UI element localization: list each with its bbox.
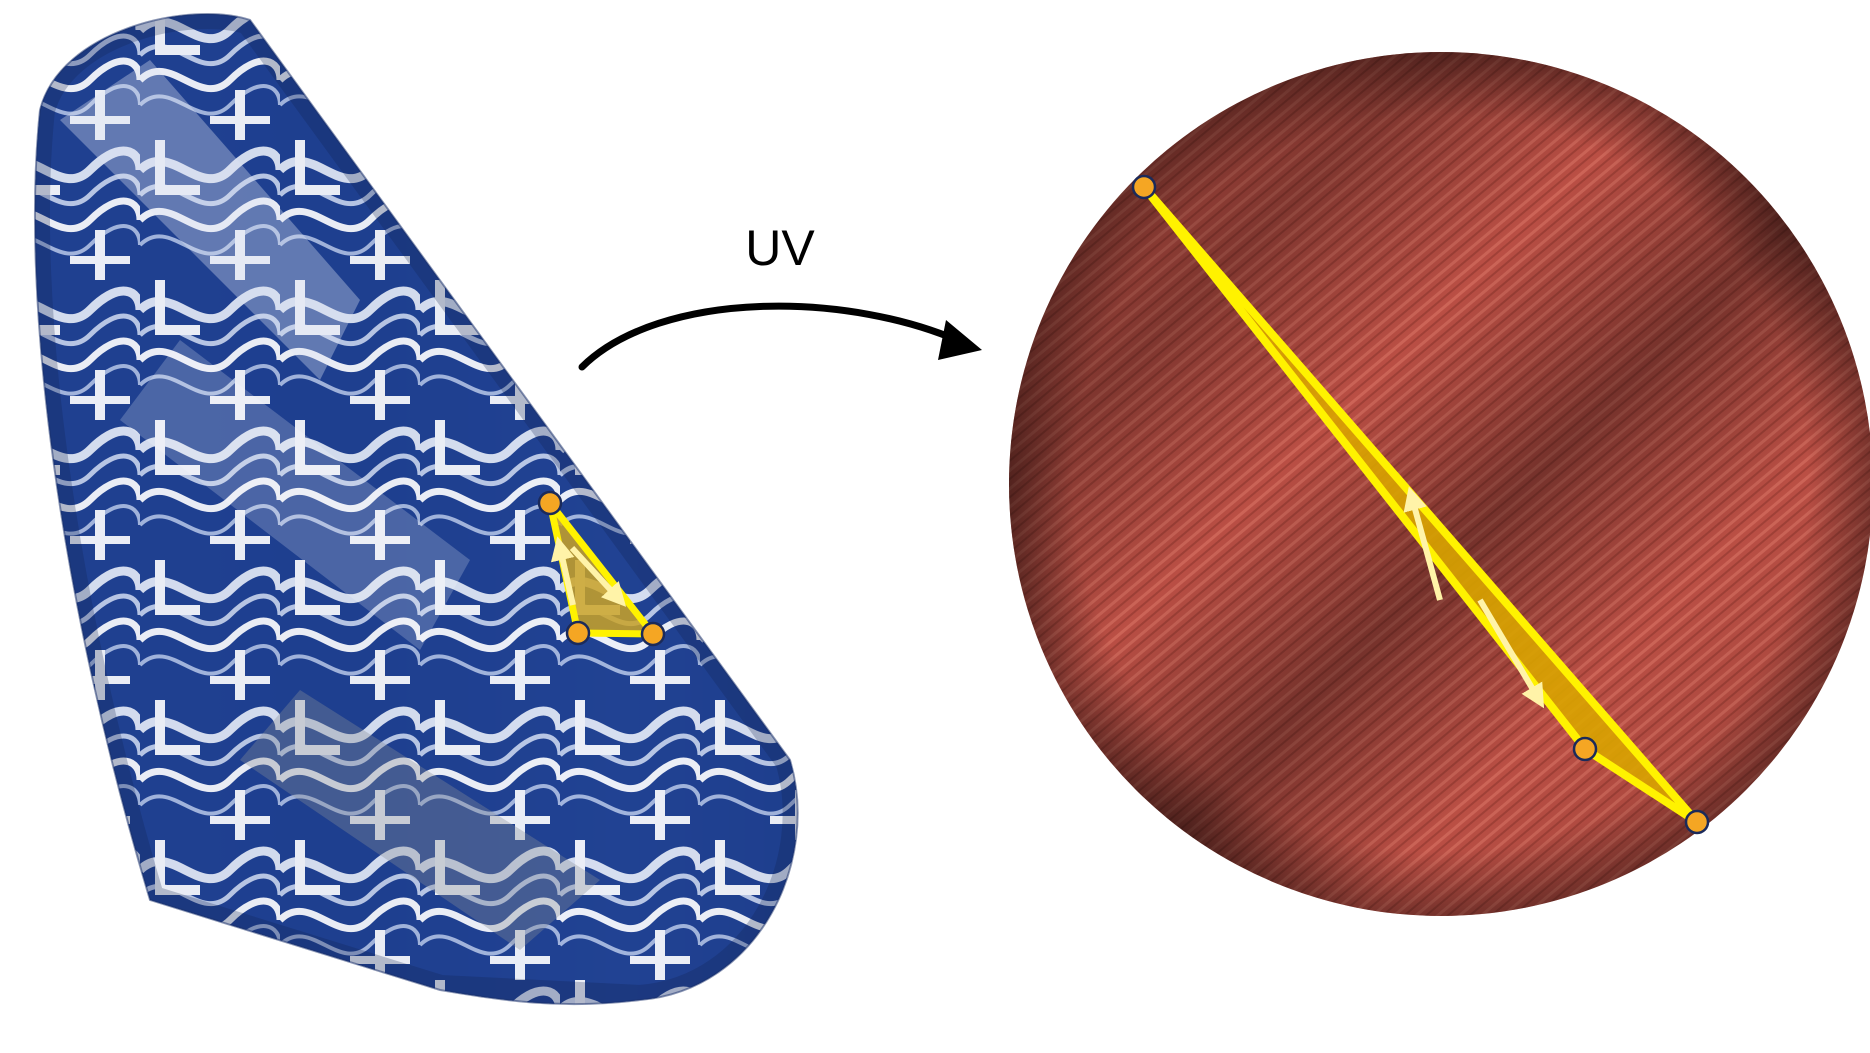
curved-arrow-icon <box>582 306 968 367</box>
uv-label: UV <box>745 220 815 276</box>
disk-vertex-1 <box>1133 176 1155 198</box>
cylinder-vertex-1 <box>539 492 561 514</box>
uv-mapping-arrow: UV <box>582 220 982 367</box>
disk-vertex-2 <box>1574 738 1596 760</box>
disk-vertex-3 <box>1686 811 1708 833</box>
source-cylinder <box>0 0 820 1053</box>
cylinder-vertex-2 <box>567 622 589 644</box>
cylinder-vertex-3 <box>642 623 664 645</box>
